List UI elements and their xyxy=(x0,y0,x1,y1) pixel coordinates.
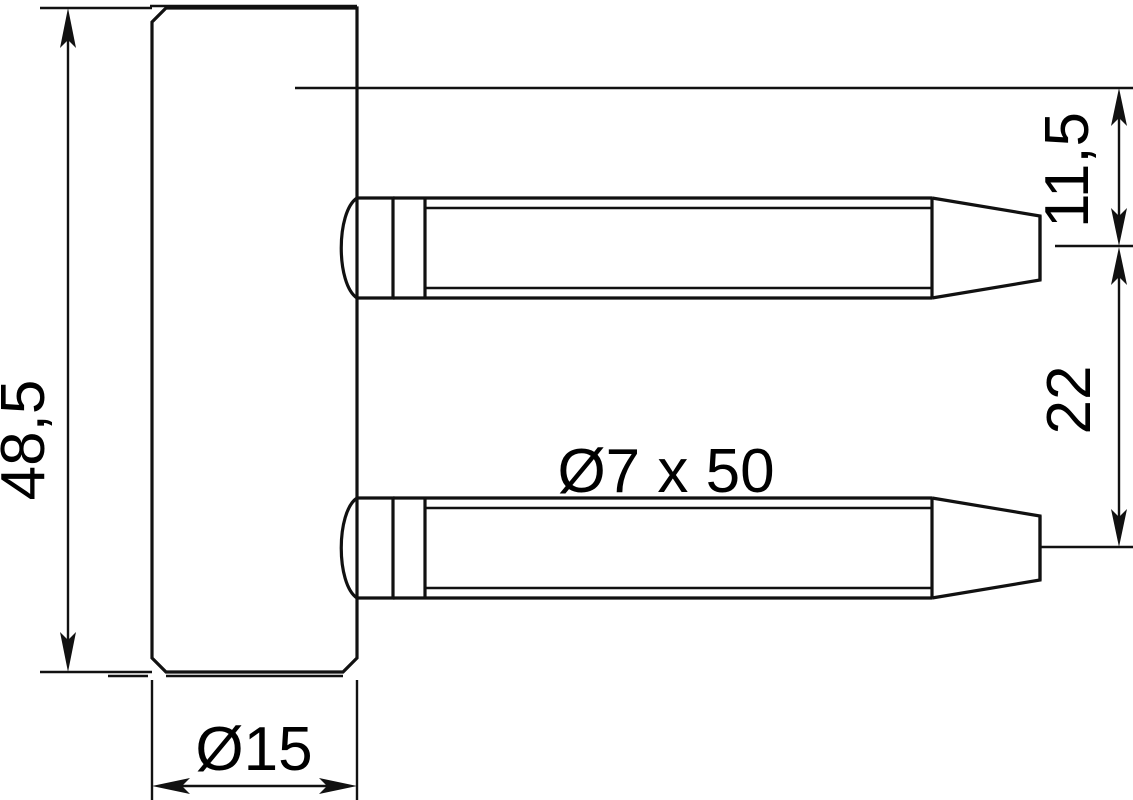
dimension-spacing-22: 22 xyxy=(1035,247,1127,547)
dimension-label-height: 48,5 xyxy=(0,380,58,501)
dimension-diameter-15: Ø15 xyxy=(152,715,357,794)
dimension-label-diameter: Ø15 xyxy=(195,715,312,784)
pin-spec-annotation: Ø7 x 50 xyxy=(557,437,774,506)
lower-pin xyxy=(339,496,1042,600)
arrow-head-dia-left xyxy=(152,778,190,794)
arrow-head-spacing-up xyxy=(1111,247,1127,285)
arrow-head-down xyxy=(60,632,76,672)
arrow-head-offset-down xyxy=(1111,208,1127,246)
plate-body xyxy=(150,4,359,678)
dimension-label-offset: 11,5 xyxy=(1033,112,1102,228)
dimension-offset-11-5: 11,5 xyxy=(1033,88,1127,246)
arrow-head-offset-up xyxy=(1111,88,1127,126)
arrow-head-spacing-down xyxy=(1111,509,1127,547)
dimension-height-48-5: 48,5 xyxy=(0,8,76,672)
upper-pin xyxy=(339,196,1042,300)
annotation-label-pin-spec: Ø7 x 50 xyxy=(557,437,774,506)
dimension-label-spacing: 22 xyxy=(1035,366,1104,435)
arrow-head-dia-right xyxy=(319,778,357,794)
arrow-head-up xyxy=(60,8,76,48)
extension-lines xyxy=(40,6,1133,800)
